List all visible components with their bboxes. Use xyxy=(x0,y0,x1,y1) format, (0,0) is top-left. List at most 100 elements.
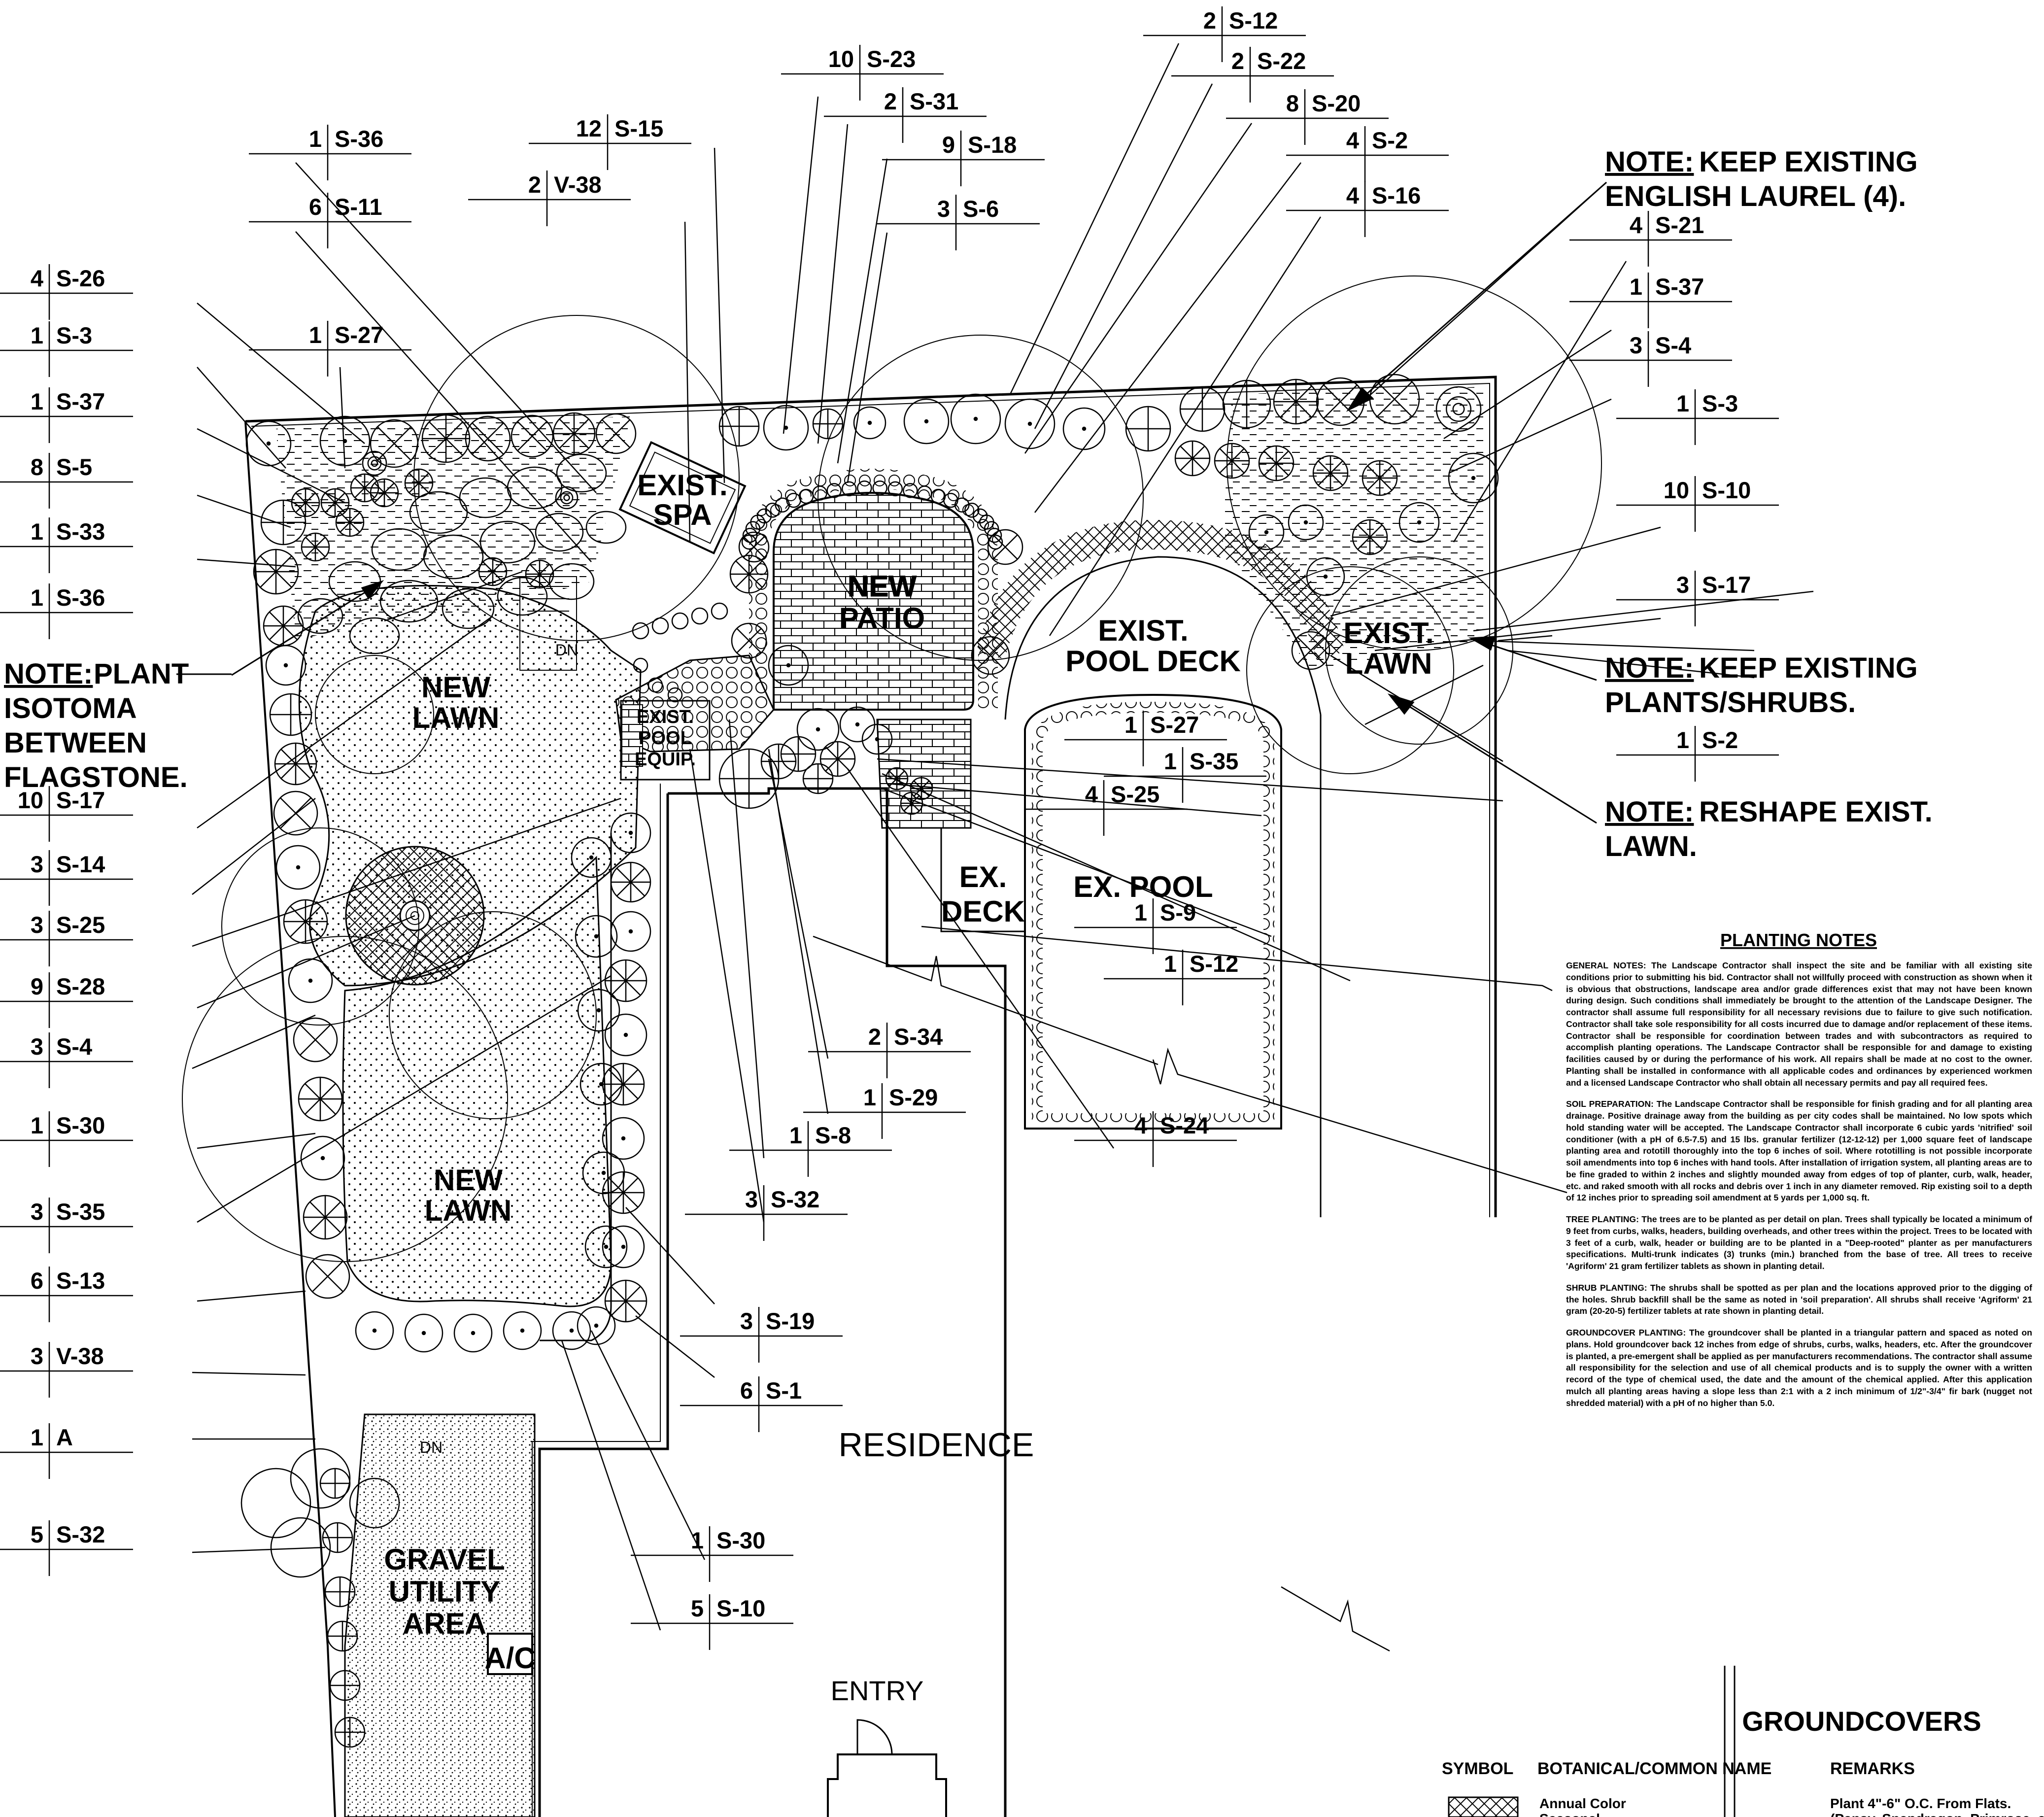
svg-text:KEEP EXISTING: KEEP EXISTING xyxy=(1699,652,1918,684)
entry-label: ENTRY xyxy=(831,1675,924,1706)
plant-symbol xyxy=(584,1225,628,1268)
callout-qty: 3 xyxy=(745,1186,758,1212)
callout-code: S-26 xyxy=(56,265,105,291)
plant-symbol xyxy=(1288,504,1324,541)
callout-code: S-18 xyxy=(968,132,1017,158)
svg-text:PATIO: PATIO xyxy=(839,602,925,635)
plan-notes: NOTE: KEEP EXISTING ENGLISH LAUREL (4). … xyxy=(4,146,1933,862)
header-remarks: REMARKS xyxy=(1830,1759,1915,1778)
exist-spa-label: EXIST. xyxy=(637,469,727,502)
callout-qty: 9 xyxy=(31,973,43,999)
plant-symbol xyxy=(839,706,876,743)
planting-notes-body: GENERAL NOTES: The Landscape Contractor … xyxy=(1566,960,2032,1419)
groundcover-remarks-2: (Pansy, Snapdragon, Primrose, etc.) xyxy=(1830,1811,2044,1817)
svg-text:NOTE:: NOTE: xyxy=(4,658,93,690)
callout-code: S-30 xyxy=(56,1112,105,1138)
callout-qty: 4 xyxy=(1346,182,1359,208)
west-property-line xyxy=(244,421,336,1817)
svg-text:AREA: AREA xyxy=(403,1607,486,1640)
callout-code: S-9 xyxy=(1160,899,1196,926)
callout-code: S-1 xyxy=(766,1377,802,1404)
callout-qty: 6 xyxy=(31,1268,43,1294)
callout-code: V-38 xyxy=(554,171,602,198)
callout-code: S-27 xyxy=(1150,712,1199,738)
plant-symbol xyxy=(671,612,689,630)
plant-symbol xyxy=(802,763,834,794)
plant-symbol xyxy=(303,1195,348,1240)
plant-symbol xyxy=(741,534,757,550)
callout-code: S-27 xyxy=(335,322,383,348)
callout-qty: 4 xyxy=(1346,127,1359,153)
callout-code: S-36 xyxy=(56,584,105,611)
callout-qty: 6 xyxy=(740,1377,753,1404)
area-labels: EXIST. SPA NEW PATIO EXIST. POOL DECK EX… xyxy=(384,469,1433,1706)
callout-qty: 1 xyxy=(31,518,43,545)
plant-symbol xyxy=(274,742,317,786)
plant-symbol xyxy=(552,1311,591,1350)
plant-symbol xyxy=(742,527,758,543)
plant-symbol xyxy=(253,549,299,595)
callout-qty: 2 xyxy=(868,1024,881,1050)
shrub-planting: SHRUB PLANTING: The shrubs shall be spot… xyxy=(1566,1282,2032,1316)
ac-label: A/C xyxy=(484,1642,535,1675)
plant-symbol xyxy=(465,415,511,462)
plant-symbol xyxy=(988,534,1003,550)
callout-qty: 5 xyxy=(31,1521,43,1547)
plant-symbol xyxy=(718,748,780,809)
plant-symbol xyxy=(349,1477,400,1529)
plant-symbol xyxy=(555,486,579,510)
plant-symbol xyxy=(1352,519,1388,555)
svg-text:NOTE:: NOTE: xyxy=(1605,146,1694,178)
plant-symbol xyxy=(602,1063,645,1106)
groundcovers-legend: GROUNDCOVERS SYMBOL BOTANICAL/COMMON NAM… xyxy=(1442,1706,2044,1817)
plant-symbol xyxy=(610,861,651,903)
callout-qty: 1 xyxy=(1630,274,1642,300)
exist-pool-equip-label: EXIST. xyxy=(637,707,694,727)
callout-code: S-17 xyxy=(1702,572,1751,598)
plant-symbol xyxy=(1312,455,1349,491)
svg-text:PLANT: PLANT xyxy=(94,658,189,690)
plant-symbol xyxy=(263,605,304,647)
callout-code: S-10 xyxy=(716,1595,765,1621)
plant-symbol xyxy=(819,741,856,777)
svg-text:BETWEEN: BETWEEN xyxy=(4,727,147,759)
callout-qty: 4 xyxy=(31,265,43,291)
tree-planting: TREE PLANTING: The trees are to be plant… xyxy=(1566,1214,2032,1271)
residence-west-wall xyxy=(538,793,669,1817)
plant-symbol xyxy=(602,1117,645,1160)
lower-lawn xyxy=(342,856,612,1307)
plant-symbol xyxy=(796,708,840,751)
callout-code: S-20 xyxy=(1312,90,1361,116)
plant-symbol xyxy=(910,777,933,800)
callout-qty: 3 xyxy=(1676,572,1689,598)
plant-symbol xyxy=(729,554,769,594)
entry-door xyxy=(856,1719,893,1755)
callout-qty: 1 xyxy=(1124,712,1137,738)
plant-symbol xyxy=(903,483,918,498)
plant-symbol xyxy=(857,480,872,496)
plant-symbol xyxy=(1214,443,1250,479)
callout-code: S-4 xyxy=(1655,332,1691,358)
callout-code: S-32 xyxy=(771,1186,819,1212)
callout-code: S-16 xyxy=(1372,182,1421,208)
plant-symbol xyxy=(579,1063,623,1106)
new-patio-label: NEW xyxy=(848,570,917,603)
callout-code: S-37 xyxy=(1655,274,1704,300)
plant-symbol xyxy=(1222,379,1271,429)
callout-code: S-37 xyxy=(56,388,105,414)
callout-code: S-14 xyxy=(56,851,105,877)
planting-bed xyxy=(1222,387,1483,670)
